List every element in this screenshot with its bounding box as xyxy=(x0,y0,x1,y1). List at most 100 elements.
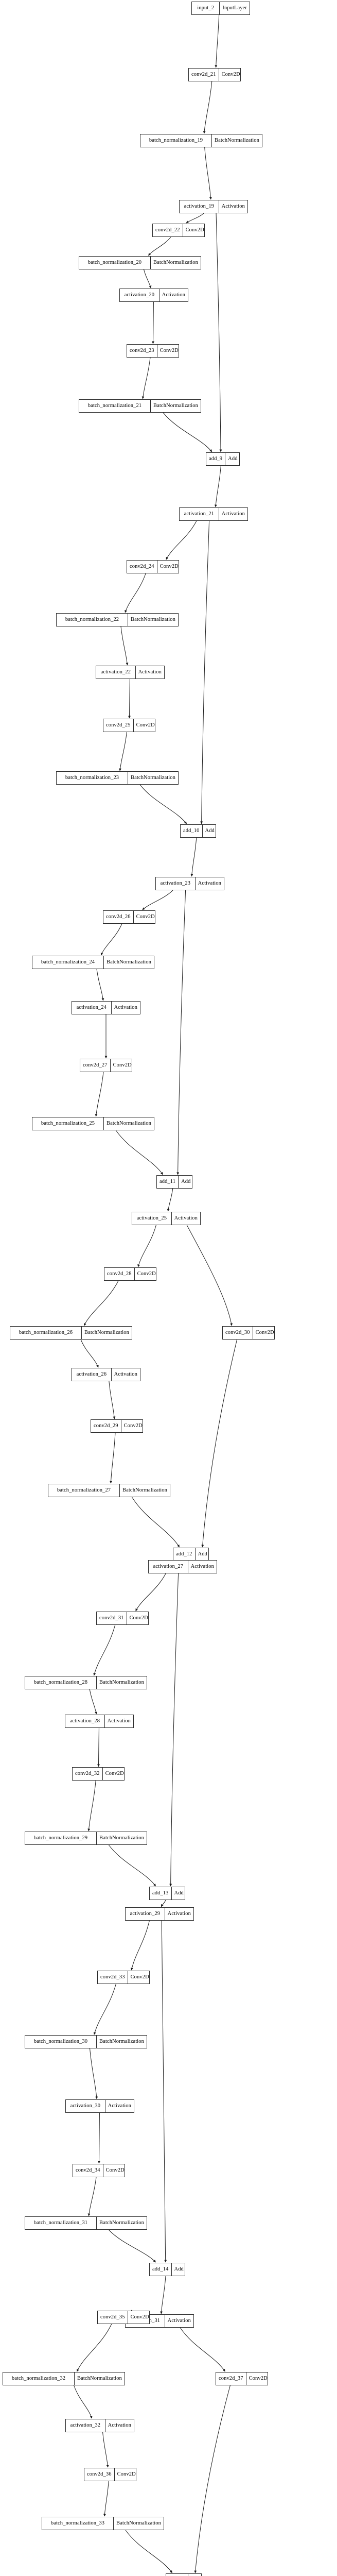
layer-type: Conv2D xyxy=(255,1329,274,1335)
layer-type: Conv2D xyxy=(105,1770,124,1776)
layer-name: activation_28 xyxy=(65,1715,105,1727)
edge-conv2d_31-to-batch_normalization_28 xyxy=(93,1624,116,1676)
layer-name: activation_30 xyxy=(66,2100,105,2112)
edge-conv2d_22-to-batch_normalization_20 xyxy=(148,236,171,256)
layer-node-add_15[interactable]: add_15Add xyxy=(166,2573,202,2576)
edge-conv2d_27-to-batch_normalization_25 xyxy=(95,1072,104,1117)
layer-type: Conv2D xyxy=(159,347,179,353)
edge-batch_normalization_31-to-add_14 xyxy=(108,2229,156,2263)
edge-activation_31-to-conv2d_37 xyxy=(180,2327,225,2372)
layer-type: Conv2D xyxy=(113,1062,132,1068)
layer-name: add_9 xyxy=(206,453,226,465)
edge-add_14-to-activation_31 xyxy=(160,2276,166,2314)
layer-name: conv2d_33 xyxy=(98,1971,128,1984)
layer-type: Conv2D xyxy=(159,563,179,569)
edge-add_11-to-activation_25 xyxy=(167,1188,173,1212)
layer-type: Activation xyxy=(108,2422,131,2428)
layer-name: activation_21 xyxy=(180,508,219,520)
layer-name: batch_normalization_31 xyxy=(25,2217,97,2229)
layer-name: add_11 xyxy=(157,1176,179,1188)
layer-name: batch_normalization_21 xyxy=(79,400,151,412)
layer-name: conv2d_37 xyxy=(216,2372,246,2385)
layer-type: BatchNormalization xyxy=(99,1835,144,1841)
layer-name: add_12 xyxy=(173,1548,196,1561)
edge-activation_27-to-add_13 xyxy=(169,1573,179,1887)
edge-activation_28-to-conv2d_32 xyxy=(97,1727,100,1767)
edge-activation_25-to-conv2d_30 xyxy=(186,1225,233,1326)
edge-activation_29-to-conv2d_33 xyxy=(130,1920,150,1971)
edge-batch_normalization_23-to-add_10 xyxy=(139,784,187,824)
edge-batch_normalization_27-to-add_12 xyxy=(132,1497,180,1548)
edge-conv2d_30-to-add_12 xyxy=(201,1339,238,1548)
layer-name: conv2d_25 xyxy=(103,719,134,732)
layer-type: BatchNormalization xyxy=(84,1329,129,1335)
edge-activation_21-to-conv2d_24 xyxy=(166,520,197,560)
layer-type: Conv2D xyxy=(136,913,155,920)
layer-name: conv2d_28 xyxy=(104,1268,135,1280)
edge-activation_25-to-conv2d_28 xyxy=(137,1225,156,1267)
layer-type: BatchNormalization xyxy=(107,1120,151,1126)
edge-add_13-to-activation_29 xyxy=(161,1900,166,1907)
edge-batch_normalization_25-to-add_11 xyxy=(115,1130,164,1175)
edge-batch_normalization_20-to-activation_20 xyxy=(144,269,152,289)
layer-type: Activation xyxy=(167,1910,191,1917)
edge-activation_26-to-conv2d_29 xyxy=(109,1381,116,1419)
layer-name: batch_normalization_20 xyxy=(79,257,151,269)
edge-activation_27-to-conv2d_31 xyxy=(135,1573,166,1612)
layer-type: BatchNormalization xyxy=(107,959,151,965)
layer-type: BatchNormalization xyxy=(99,1679,144,1685)
